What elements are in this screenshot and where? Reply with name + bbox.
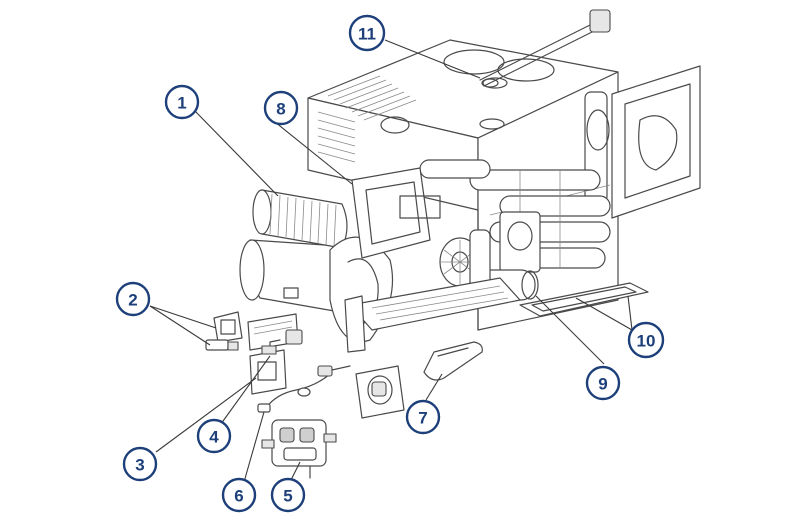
svg-text:2: 2: [128, 291, 137, 310]
callout-8: 8: [263, 90, 299, 126]
svg-text:1: 1: [177, 94, 186, 113]
door-latch-bracket: [423, 341, 483, 381]
callout-3: 3: [122, 446, 158, 482]
base-tray: [344, 277, 521, 353]
svg-text:10: 10: [637, 332, 656, 351]
callout-5: 5: [270, 477, 306, 513]
leader-lines: [149, 39, 633, 483]
igniter-electrode: [257, 365, 351, 413]
callout-4: 4: [196, 418, 232, 454]
svg-text:5: 5: [283, 487, 292, 506]
control-board: [205, 311, 303, 351]
flue-pipe: [479, 9, 611, 88]
bottom-gasket: [519, 282, 649, 317]
burner-cover-plate: [355, 365, 405, 419]
callout-9: 9: [585, 365, 621, 401]
callout-7: 7: [405, 399, 441, 435]
svg-text:3: 3: [135, 456, 144, 475]
callout-1: 1: [164, 84, 200, 120]
front-baffle-plate: [351, 167, 441, 259]
callout-11: 11: [348, 14, 386, 52]
callout-6: 6: [221, 477, 257, 513]
svg-text:6: 6: [234, 487, 243, 506]
svg-text:7: 7: [418, 409, 427, 428]
access-door-panel: [611, 65, 701, 219]
callout-10: 10: [627, 321, 665, 359]
callout-2: 2: [115, 281, 151, 317]
svg-text:8: 8: [276, 100, 285, 119]
relay-bracket: [249, 339, 287, 395]
gas-valve: [261, 419, 337, 479]
svg-text:9: 9: [598, 375, 607, 394]
svg-text:4: 4: [209, 428, 219, 447]
svg-text:11: 11: [358, 25, 376, 44]
